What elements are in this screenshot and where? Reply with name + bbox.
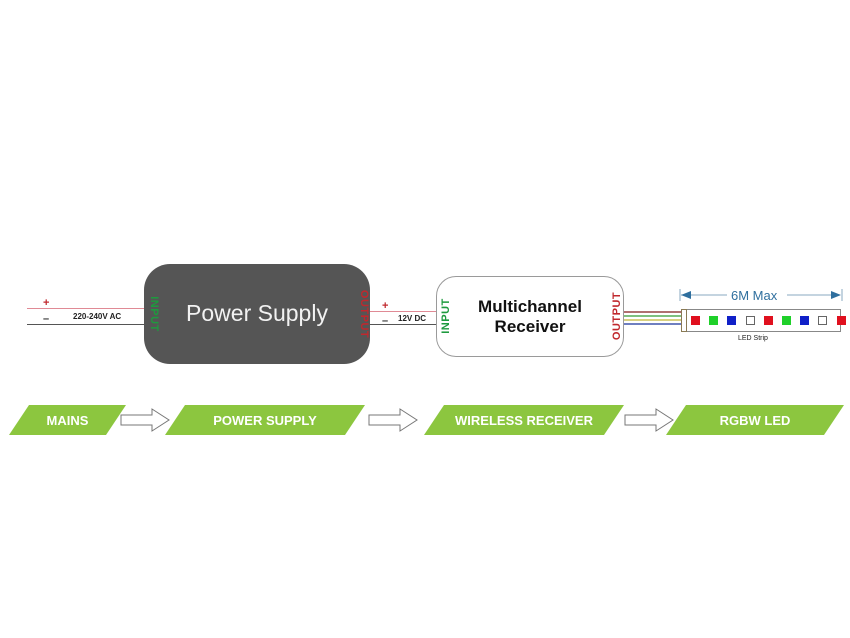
flow-step-wireless-receiver: WIRELESS RECEIVER [424,405,624,435]
receiver-output-label: OUTPUT [611,291,624,341]
strip-connector [681,309,687,332]
led-white [818,316,828,325]
flow-step-label: WIRELESS RECEIVER [455,413,593,428]
led-green [782,316,791,325]
arrow-left-icon [681,291,691,299]
power-supply-title: Power Supply [186,300,328,326]
flow-step-mains: MAINS [9,405,126,435]
receiver-block: Multichannel Receiver INPUT OUTPUT [436,276,624,357]
led-white [745,316,755,325]
strip-length-dimension [679,289,843,301]
output-wire [624,323,682,325]
flow-step-label: POWER SUPPLY [213,413,317,428]
flow-arrow-icon [624,408,674,432]
led-blue [800,316,810,325]
flow-step-shape [666,405,844,435]
led-red [691,316,700,325]
flow-arrow-icon [120,408,170,432]
receiver-title-line2: Receiver [494,317,566,336]
mains-positive-wire [27,308,145,309]
flow-step-shape [424,405,624,435]
dc-negative-wire [370,324,437,325]
power-supply-block: Power Supply INPUT OUTPUT [144,264,370,364]
strip-length-label: 6M Max [731,288,778,303]
output-wire [624,315,682,317]
led-green [709,316,719,325]
power-supply-input-label: INPUT [147,296,160,332]
output-wire [624,319,682,321]
mains-voltage-label: 220-240V AC [73,312,122,321]
flow-step-label: RGBW LED [719,413,791,428]
led-strip [681,309,846,332]
led-strip-label: LED Strip [738,335,768,342]
flow-step-shape [9,405,126,435]
receiver-input-label: INPUT [439,298,452,334]
receiver-title-line1: Multichannel [478,297,582,316]
flow-step-shape [165,405,365,435]
led-red [763,316,773,325]
flow-step-label: MAINS [46,413,89,428]
arrow-right-icon [831,291,841,299]
flow-arrow-icon [368,408,418,432]
dc-plus-sign: + [382,300,389,312]
flow-step-rgbw-led: RGBW LED [666,405,844,435]
mains-minus-sign: – [43,313,50,325]
power-supply-output-label: OUTPUT [358,289,371,339]
output-wire [624,311,682,313]
mains-plus-sign: + [43,297,50,309]
dc-voltage-label: 12V DC [398,314,427,323]
receiver-title: Multichannel Receiver [437,297,623,337]
dc-positive-wire [370,311,437,312]
led-blue [727,316,737,325]
mains-negative-wire [27,324,145,325]
flow-step-power-supply: POWER SUPPLY [165,405,365,435]
led-red [836,316,846,325]
dc-minus-sign: – [382,315,389,327]
